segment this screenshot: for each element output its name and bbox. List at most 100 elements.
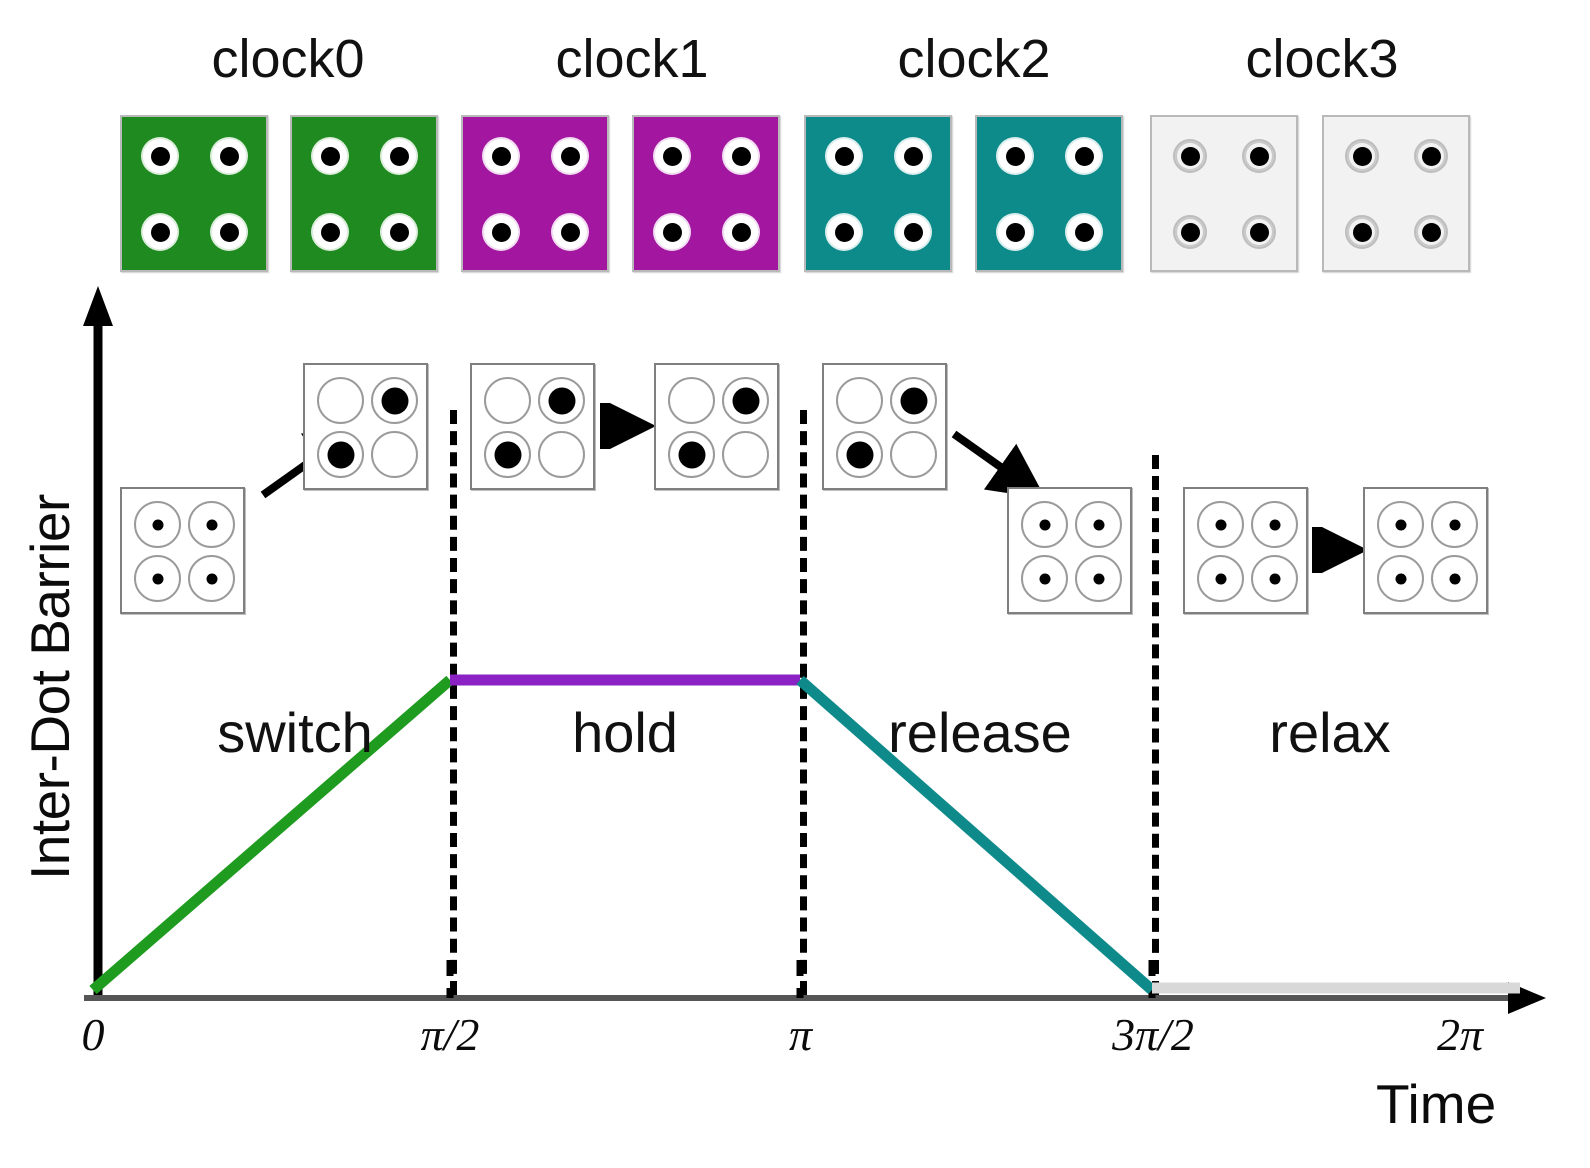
qca-site-bl (317, 431, 364, 478)
y-axis-arrow (83, 286, 113, 1000)
quantum-dot (1414, 139, 1448, 173)
charge-dot (1093, 519, 1104, 530)
quantum-dot (382, 139, 416, 173)
qca-site-tl (1377, 501, 1424, 548)
qca-site-br (1075, 555, 1122, 602)
qca-site-tr (722, 377, 769, 424)
clock-label-3: clock3 (1245, 29, 1399, 89)
charge-dot (1215, 519, 1226, 530)
phase-label-relax: relax (1269, 701, 1391, 764)
quantum-dot (1242, 139, 1276, 173)
charge-dot (1039, 573, 1050, 584)
qca-site-br (188, 555, 235, 602)
charge-dot (327, 441, 354, 468)
charge-dot (1395, 519, 1406, 530)
quantum-dot (1414, 215, 1448, 249)
arrow-release-down-icon (951, 430, 1046, 499)
waveform-release (796, 675, 1156, 995)
arrow-hold-right-icon (600, 403, 656, 449)
charge-dot (381, 387, 408, 414)
quantum-dot (313, 215, 347, 249)
charge-dot (1449, 519, 1460, 530)
xtick-pi-2: π/2 (420, 1009, 480, 1060)
qca-site-tr (371, 377, 418, 424)
quantum-dot (1242, 215, 1276, 249)
arrow-relax-right-icon (1312, 527, 1368, 573)
zone-cell-clock2-b (975, 115, 1123, 272)
qca-site-br (538, 431, 585, 478)
qca-cell-relax-in (1183, 487, 1308, 614)
charge-dot (152, 519, 163, 530)
qca-site-tl (1197, 501, 1244, 548)
qca-site-br (890, 431, 937, 478)
qca-site-bl (1197, 555, 1244, 602)
xtick-3pi-2: 3π/2 (1112, 1009, 1194, 1060)
charge-dot (846, 441, 873, 468)
phase-label-hold: hold (572, 701, 678, 764)
quantum-dot (212, 215, 246, 249)
qca-site-tr (890, 377, 937, 424)
qca-site-br (1431, 555, 1478, 602)
charge-dot (206, 519, 217, 530)
clock-label-0: clock0 (211, 29, 365, 89)
quantum-dot (1067, 139, 1101, 173)
charge-dot (732, 387, 759, 414)
charge-dot (206, 573, 217, 584)
charge-dot (548, 387, 575, 414)
charge-dot (1449, 573, 1460, 584)
zone-cell-clock0-a (120, 115, 268, 272)
charge-dot (1269, 519, 1280, 530)
quantum-dot (212, 139, 246, 173)
qca-site-bl (134, 555, 181, 602)
charge-dot (1039, 519, 1050, 530)
quantum-dot (827, 215, 861, 249)
charge-dot (1395, 573, 1406, 584)
clock-label-2: clock2 (897, 29, 1051, 89)
charge-dot (900, 387, 927, 414)
qca-site-tl (317, 377, 364, 424)
qca-cell-hold-out (654, 363, 779, 490)
qca-cell-release-out (1007, 487, 1132, 614)
xtick-0: 0 (81, 1009, 105, 1060)
xtick-pi: π (788, 1009, 813, 1060)
charge-dot (152, 573, 163, 584)
qca-site-bl (836, 431, 883, 478)
quantum-dot (553, 139, 587, 173)
qca-site-bl (668, 431, 715, 478)
qca-site-tr (1431, 501, 1478, 548)
phase-label-release: release (888, 701, 1072, 764)
x-axis-title: Time (1376, 1073, 1497, 1135)
qca-site-bl (1021, 555, 1068, 602)
quantum-dot (724, 139, 758, 173)
quantum-dot (484, 139, 518, 173)
zone-cell-clock1-b (632, 115, 780, 272)
quantum-dot (1345, 215, 1379, 249)
quantum-dot (1067, 215, 1101, 249)
quantum-dot (998, 215, 1032, 249)
qca-site-br (1251, 555, 1298, 602)
qca-site-tr (1075, 501, 1122, 548)
quantum-dot (313, 139, 347, 173)
zone-cell-clock2-a (804, 115, 952, 272)
quantum-dot (1173, 139, 1207, 173)
quantum-dot (655, 139, 689, 173)
quantum-dot (724, 215, 758, 249)
qca-site-bl (484, 431, 531, 478)
zone-cell-clock1-a (461, 115, 609, 272)
phase-divider-pi (800, 410, 807, 995)
qca-cell-relaxed-start (120, 487, 245, 614)
qca-site-tr (1251, 501, 1298, 548)
phase-divider-pi-2 (450, 410, 457, 995)
qca-site-tl (134, 501, 181, 548)
qca-site-tl (668, 377, 715, 424)
clock-label-1: clock1 (555, 29, 709, 89)
quantum-dot (143, 139, 177, 173)
qca-site-br (722, 431, 769, 478)
barrier-waveform (89, 674, 1520, 995)
quantum-dot (484, 215, 518, 249)
qca-cell-hold-in (470, 363, 595, 490)
phase-divider-3pi-2 (1152, 455, 1159, 995)
qca-cell-relax-out (1363, 487, 1488, 614)
xtick-2pi: 2π (1436, 1009, 1484, 1060)
